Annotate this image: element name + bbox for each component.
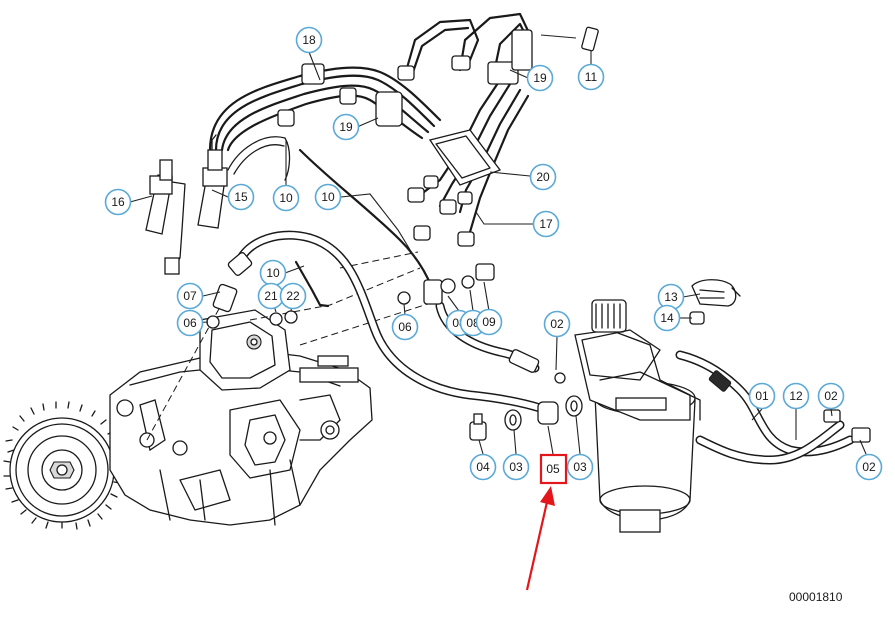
callout-03[interactable]: 03 xyxy=(566,453,594,481)
callout-label: 06 xyxy=(183,316,197,330)
callout-circle xyxy=(532,210,560,238)
callout-circle xyxy=(279,282,307,310)
callout-label: 21 xyxy=(264,289,278,303)
callout-14[interactable]: 14 xyxy=(653,304,681,332)
document-code: 00001810 xyxy=(789,590,843,604)
callout-05-highlighted[interactable]: 05 xyxy=(539,453,568,485)
callout-circle xyxy=(577,63,605,91)
callout-circle xyxy=(227,183,255,211)
callout-09[interactable]: 09 xyxy=(475,308,503,336)
callout-label: 11 xyxy=(585,70,598,84)
callout-10[interactable]: 10 xyxy=(314,183,342,211)
callout-21[interactable]: 21 xyxy=(257,282,285,310)
callout-13[interactable]: 13 xyxy=(657,283,685,311)
callout-label-highlighted: 05 xyxy=(546,462,560,476)
callout-19[interactable]: 19 xyxy=(526,64,554,92)
callout-label: 07 xyxy=(183,289,197,303)
callout-06[interactable]: 06 xyxy=(176,309,204,337)
callout-label: 10 xyxy=(266,266,280,280)
red-pointer-arrow xyxy=(525,486,555,591)
callout-label: 12 xyxy=(789,389,803,403)
callout-17[interactable]: 17 xyxy=(532,210,560,238)
callout-circle xyxy=(332,113,360,141)
callout-circle xyxy=(529,163,557,191)
callout-label: 04 xyxy=(476,460,490,474)
injection-lines-drawing xyxy=(208,12,599,247)
injection-pump-drawing xyxy=(3,309,373,530)
callout-label: 03 xyxy=(573,460,587,474)
callout-circle xyxy=(272,184,300,212)
callout-18[interactable]: 18 xyxy=(295,26,323,54)
fuel-lines-drawing xyxy=(206,148,545,413)
callout-circle xyxy=(295,26,323,54)
callout-06[interactable]: 06 xyxy=(391,313,419,341)
callout-11[interactable]: 11 xyxy=(577,63,605,91)
callout-circle xyxy=(782,382,810,410)
callout-12[interactable]: 12 xyxy=(782,382,810,410)
callout-03[interactable]: 03 xyxy=(502,453,530,481)
callout-circle xyxy=(543,310,571,338)
callout-label: 22 xyxy=(286,289,300,303)
callout-label: 20 xyxy=(536,170,550,184)
callout-15[interactable]: 15 xyxy=(227,183,255,211)
callout-label: 03 xyxy=(509,460,523,474)
callout-label: 06 xyxy=(398,320,412,334)
callout-label: 02 xyxy=(862,460,876,474)
callout-label: 01 xyxy=(755,389,769,403)
fuel-filter-drawing xyxy=(469,279,871,533)
callout-label: 02 xyxy=(824,389,838,403)
callout-circle xyxy=(817,382,845,410)
callout-02[interactable]: 02 xyxy=(817,382,845,410)
callout-02[interactable]: 02 xyxy=(543,310,571,338)
callout-label: 10 xyxy=(321,190,335,204)
callout-label: 09 xyxy=(482,315,496,329)
callout-01[interactable]: 01 xyxy=(748,382,776,410)
callout-label: 02 xyxy=(550,317,564,331)
callout-20[interactable]: 20 xyxy=(529,163,557,191)
callout-19[interactable]: 19 xyxy=(332,113,360,141)
arrow-shaft xyxy=(525,501,549,591)
callout-circle xyxy=(176,282,204,310)
callout-02[interactable]: 02 xyxy=(855,453,883,481)
callout-circle xyxy=(176,309,204,337)
injectors-drawing xyxy=(145,134,291,275)
callout-label: 19 xyxy=(533,71,547,85)
callout-label: 15 xyxy=(234,190,248,204)
callout-label: 13 xyxy=(664,290,678,304)
callout-circle xyxy=(104,188,132,216)
timing-gear xyxy=(3,401,121,530)
callout-circle xyxy=(566,453,594,481)
callout-label: 17 xyxy=(539,217,553,231)
callout-22[interactable]: 22 xyxy=(279,282,307,310)
callout-circle xyxy=(748,382,776,410)
callout-circle xyxy=(475,308,503,336)
arrow-head xyxy=(540,486,555,506)
callout-circle xyxy=(855,453,883,481)
callout-label: 18 xyxy=(302,33,316,47)
callout-label: 16 xyxy=(111,195,125,209)
callout-04[interactable]: 04 xyxy=(469,453,497,481)
callout-circle xyxy=(502,453,530,481)
callout-label: 14 xyxy=(660,311,674,325)
highlight-box xyxy=(539,453,568,485)
callout-circle xyxy=(314,183,342,211)
callout-circle xyxy=(469,453,497,481)
callout-label: 10 xyxy=(279,191,293,205)
callout-circle xyxy=(653,304,681,332)
callout-circle xyxy=(391,313,419,341)
callout-07[interactable]: 07 xyxy=(176,282,204,310)
callout-label: 19 xyxy=(339,120,353,134)
callout-10[interactable]: 10 xyxy=(259,259,287,287)
callout-10[interactable]: 10 xyxy=(272,184,300,212)
callout-circle xyxy=(526,64,554,92)
callout-16[interactable]: 16 xyxy=(104,188,132,216)
